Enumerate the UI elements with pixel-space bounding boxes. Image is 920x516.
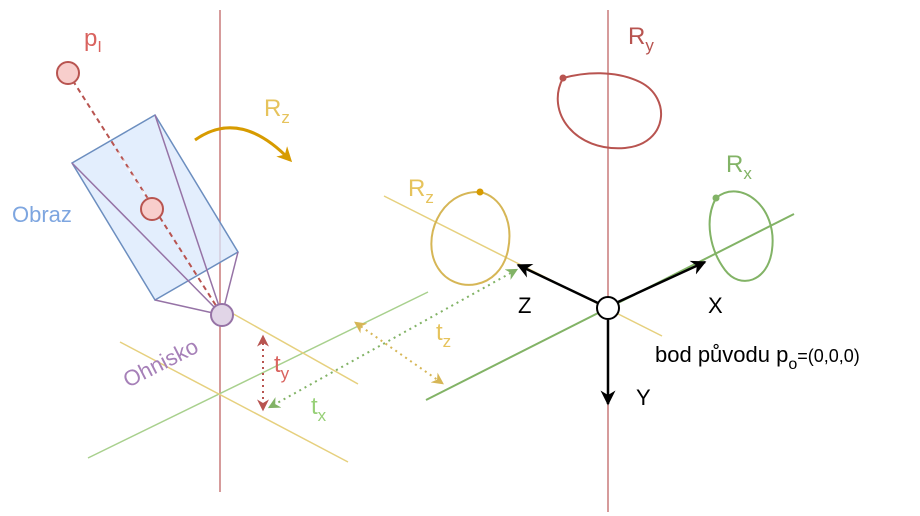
origin-point <box>596 296 620 320</box>
tx-arrow <box>267 268 519 409</box>
label-ohnisko: Ohnisko <box>119 334 202 393</box>
axis-x-arrow <box>617 260 707 304</box>
label-rz-top: Rz <box>264 95 290 127</box>
label-axis-y: Y <box>636 385 651 410</box>
label-rz-right: Rz <box>408 175 434 207</box>
label-rx: Rx <box>726 151 752 183</box>
rz-top-arrow <box>194 126 293 163</box>
ry-loop <box>556 72 663 150</box>
frustum-line-2 <box>154 114 223 316</box>
label-axis-z: Z <box>518 293 531 318</box>
point-pi <box>56 61 80 85</box>
label-obraz: Obraz <box>12 202 72 227</box>
axis-z-arrow <box>516 263 601 306</box>
frustum-line-1 <box>71 162 223 316</box>
point-projected <box>140 197 164 221</box>
rx-loop <box>708 190 774 282</box>
label-axis-x: X <box>708 293 723 318</box>
rz-right-loop <box>430 190 511 286</box>
label-tx: tx <box>311 393 327 425</box>
label-origin: bod původu po=(0,0,0) <box>655 342 860 373</box>
projection-ray-inside <box>117 151 149 201</box>
camera-yellow-axis-lower <box>119 341 349 463</box>
projection-ray <box>67 72 223 316</box>
focal-point <box>210 303 234 327</box>
label-ty: ty <box>274 351 290 383</box>
rz-right-loop-start <box>476 188 484 196</box>
label-ry: Ry <box>628 23 654 55</box>
label-pi: pI <box>84 25 102 56</box>
rx-loop-start <box>712 194 720 202</box>
camera-yellow-axis-upper <box>229 311 359 385</box>
ry-loop-start <box>559 74 567 82</box>
label-tz: tz <box>436 319 451 351</box>
